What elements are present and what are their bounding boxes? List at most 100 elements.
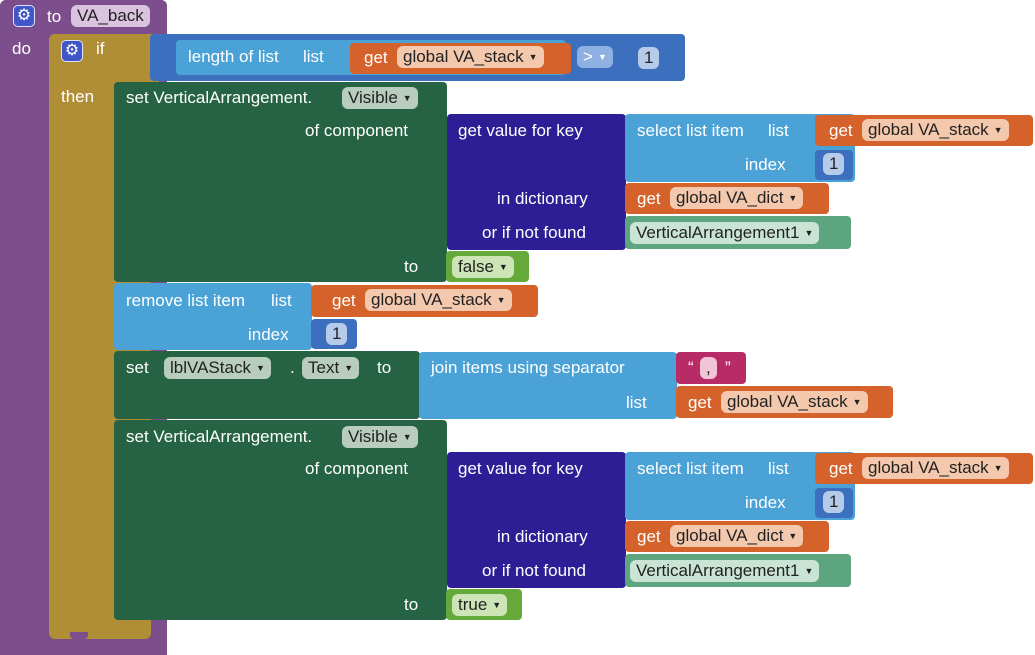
separator-close-quote: ”	[725, 358, 731, 377]
sel2-stack-dropdown[interactable]: global VA_stack ▼	[862, 457, 1009, 479]
separator-open-quote: “	[688, 358, 694, 377]
set2-of-component-label: of component	[305, 459, 409, 478]
procedure-do-label: do	[12, 39, 31, 58]
set2-to-label: to	[404, 595, 419, 614]
procedure-to-label: to	[47, 7, 62, 26]
chevron-down-icon: ▼	[597, 52, 607, 62]
set1-label: set VerticalArrangement.	[126, 88, 313, 107]
dict1-in-dictionary-label: in dictionary	[497, 189, 588, 208]
sel1-stack-dropdown[interactable]: global VA_stack ▼	[862, 119, 1009, 141]
chevron-down-icon: ▼	[498, 262, 508, 272]
chevron-down-icon: ▼	[993, 125, 1003, 135]
join-get-label: get	[688, 393, 712, 412]
if-gear-icon[interactable]: ⚙	[61, 40, 83, 62]
chevron-down-icon: ▼	[402, 93, 412, 103]
true-value: true	[458, 595, 488, 614]
join-block[interactable]	[419, 352, 677, 419]
join-stack-value: global VA_stack	[727, 392, 848, 411]
sel2-list-word: list	[768, 459, 789, 478]
dict1-not-found-label: or if not found	[482, 223, 586, 242]
dict2-var-dropdown[interactable]: global VA_dict ▼	[670, 525, 804, 547]
join-stack-dropdown[interactable]: global VA_stack ▼	[721, 391, 868, 413]
dict1-var-dropdown[interactable]: global VA_dict▼	[670, 187, 804, 209]
dict2-in-dictionary-label: in dictionary	[497, 527, 588, 546]
chevron-down-icon: ▼	[788, 193, 798, 203]
dict2-get-value-label: get value for key	[458, 459, 583, 478]
operator-value: >	[583, 47, 593, 66]
true-dropdown[interactable]: true ▼	[452, 594, 508, 616]
chevron-down-icon: ▼	[402, 432, 412, 442]
chevron-down-icon: ▼	[993, 463, 1003, 473]
sel2-index-field[interactable]: 1	[823, 491, 845, 513]
remove-index-label: index	[248, 325, 289, 344]
chevron-down-icon: ▼	[492, 600, 502, 610]
setlbl-dot: .	[290, 358, 295, 377]
remove-list-item-block[interactable]	[114, 283, 312, 350]
compare-value-field[interactable]: 1	[638, 47, 660, 69]
dict-lookup-block-2[interactable]	[447, 452, 626, 588]
stack-var-dropdown[interactable]: global VA_stack ▼	[397, 46, 544, 68]
chevron-down-icon: ▼	[852, 397, 862, 407]
separator-field[interactable]: ,	[700, 357, 717, 379]
dict1-get-label: get	[637, 189, 661, 208]
remove-stack-value: global VA_stack	[371, 290, 492, 309]
remove-index-field[interactable]: 1	[326, 323, 348, 345]
procedure-gear-icon[interactable]: ⚙	[13, 5, 35, 27]
chevron-down-icon: ▼	[788, 531, 798, 541]
set-visible-block-2[interactable]	[114, 420, 447, 620]
length-of-list-label: length of list	[188, 47, 279, 66]
length-list-word: list	[303, 47, 324, 66]
sel2-stack-value: global VA_stack	[868, 458, 989, 477]
chevron-down-icon: ▼	[528, 52, 538, 62]
setlbl-component-dropdown[interactable]: lblVAStack ▼	[164, 357, 271, 379]
remove-label: remove list item	[126, 291, 246, 310]
sel1-index-field[interactable]: 1	[823, 153, 845, 175]
procedure-name-field[interactable]: VA_back	[71, 5, 150, 27]
dict2-get-label: get	[637, 527, 661, 546]
remove-list-word: list	[271, 291, 292, 310]
setlbl-component-value: lblVAStack	[170, 358, 251, 377]
chevron-down-icon: ▼	[804, 228, 814, 238]
default-component-value-1: VerticalArrangement1	[636, 223, 800, 242]
stack-var-value: global VA_stack	[403, 47, 524, 66]
set1-property-value: Visible	[348, 88, 398, 107]
set2-property-dropdown[interactable]: Visible ▼	[342, 426, 418, 448]
set2-label: set VerticalArrangement.	[126, 427, 313, 446]
dict2-var-value: global VA_dict	[676, 526, 784, 545]
sel1-get-label: get	[829, 121, 853, 140]
set1-to-label: to	[404, 257, 419, 276]
false-value: false	[458, 257, 494, 276]
default-component-dropdown-1[interactable]: VerticalArrangement1 ▼	[630, 222, 820, 244]
chevron-down-icon: ▼	[255, 363, 265, 373]
default-component-value-2: VerticalArrangement1	[636, 561, 800, 580]
set1-property-dropdown[interactable]: Visible ▼	[342, 87, 418, 109]
default-component-dropdown-2[interactable]: VerticalArrangement1 ▼	[630, 560, 820, 582]
sel2-index-label: index	[745, 493, 786, 512]
sel1-list-word: list	[768, 121, 789, 140]
chevron-down-icon: ▼	[804, 566, 814, 576]
setlbl-property-value: Text	[308, 358, 340, 377]
remove-stack-dropdown[interactable]: global VA_stack ▼	[365, 289, 512, 311]
dict1-get-value-label: get value for key	[458, 121, 583, 140]
set-visible-block-1[interactable]	[114, 82, 447, 282]
operator-dropdown[interactable]: >▼	[577, 46, 613, 68]
sel1-stack-value: global VA_stack	[868, 120, 989, 139]
false-dropdown[interactable]: false ▼	[452, 256, 514, 278]
dict2-not-found-label: or if not found	[482, 561, 586, 580]
if-label: if	[96, 39, 105, 58]
get-label: get	[364, 48, 388, 67]
set1-of-component-label: of component	[305, 121, 409, 140]
chevron-down-icon: ▼	[344, 363, 354, 373]
setlbl-set-word: set	[126, 358, 149, 377]
join-list-word: list	[626, 393, 647, 412]
sel2-label: select list item	[637, 459, 744, 478]
then-label: then	[61, 87, 95, 106]
sel1-label: select list item	[637, 121, 744, 140]
setlbl-to-label: to	[377, 358, 392, 377]
sel2-get-label: get	[829, 459, 853, 478]
setlbl-property-dropdown[interactable]: Text ▼	[302, 357, 360, 379]
join-label: join items using separator	[431, 358, 625, 377]
set2-property-value: Visible	[348, 427, 398, 446]
dict-lookup-block-1[interactable]	[447, 114, 626, 250]
chevron-down-icon: ▼	[496, 295, 506, 305]
